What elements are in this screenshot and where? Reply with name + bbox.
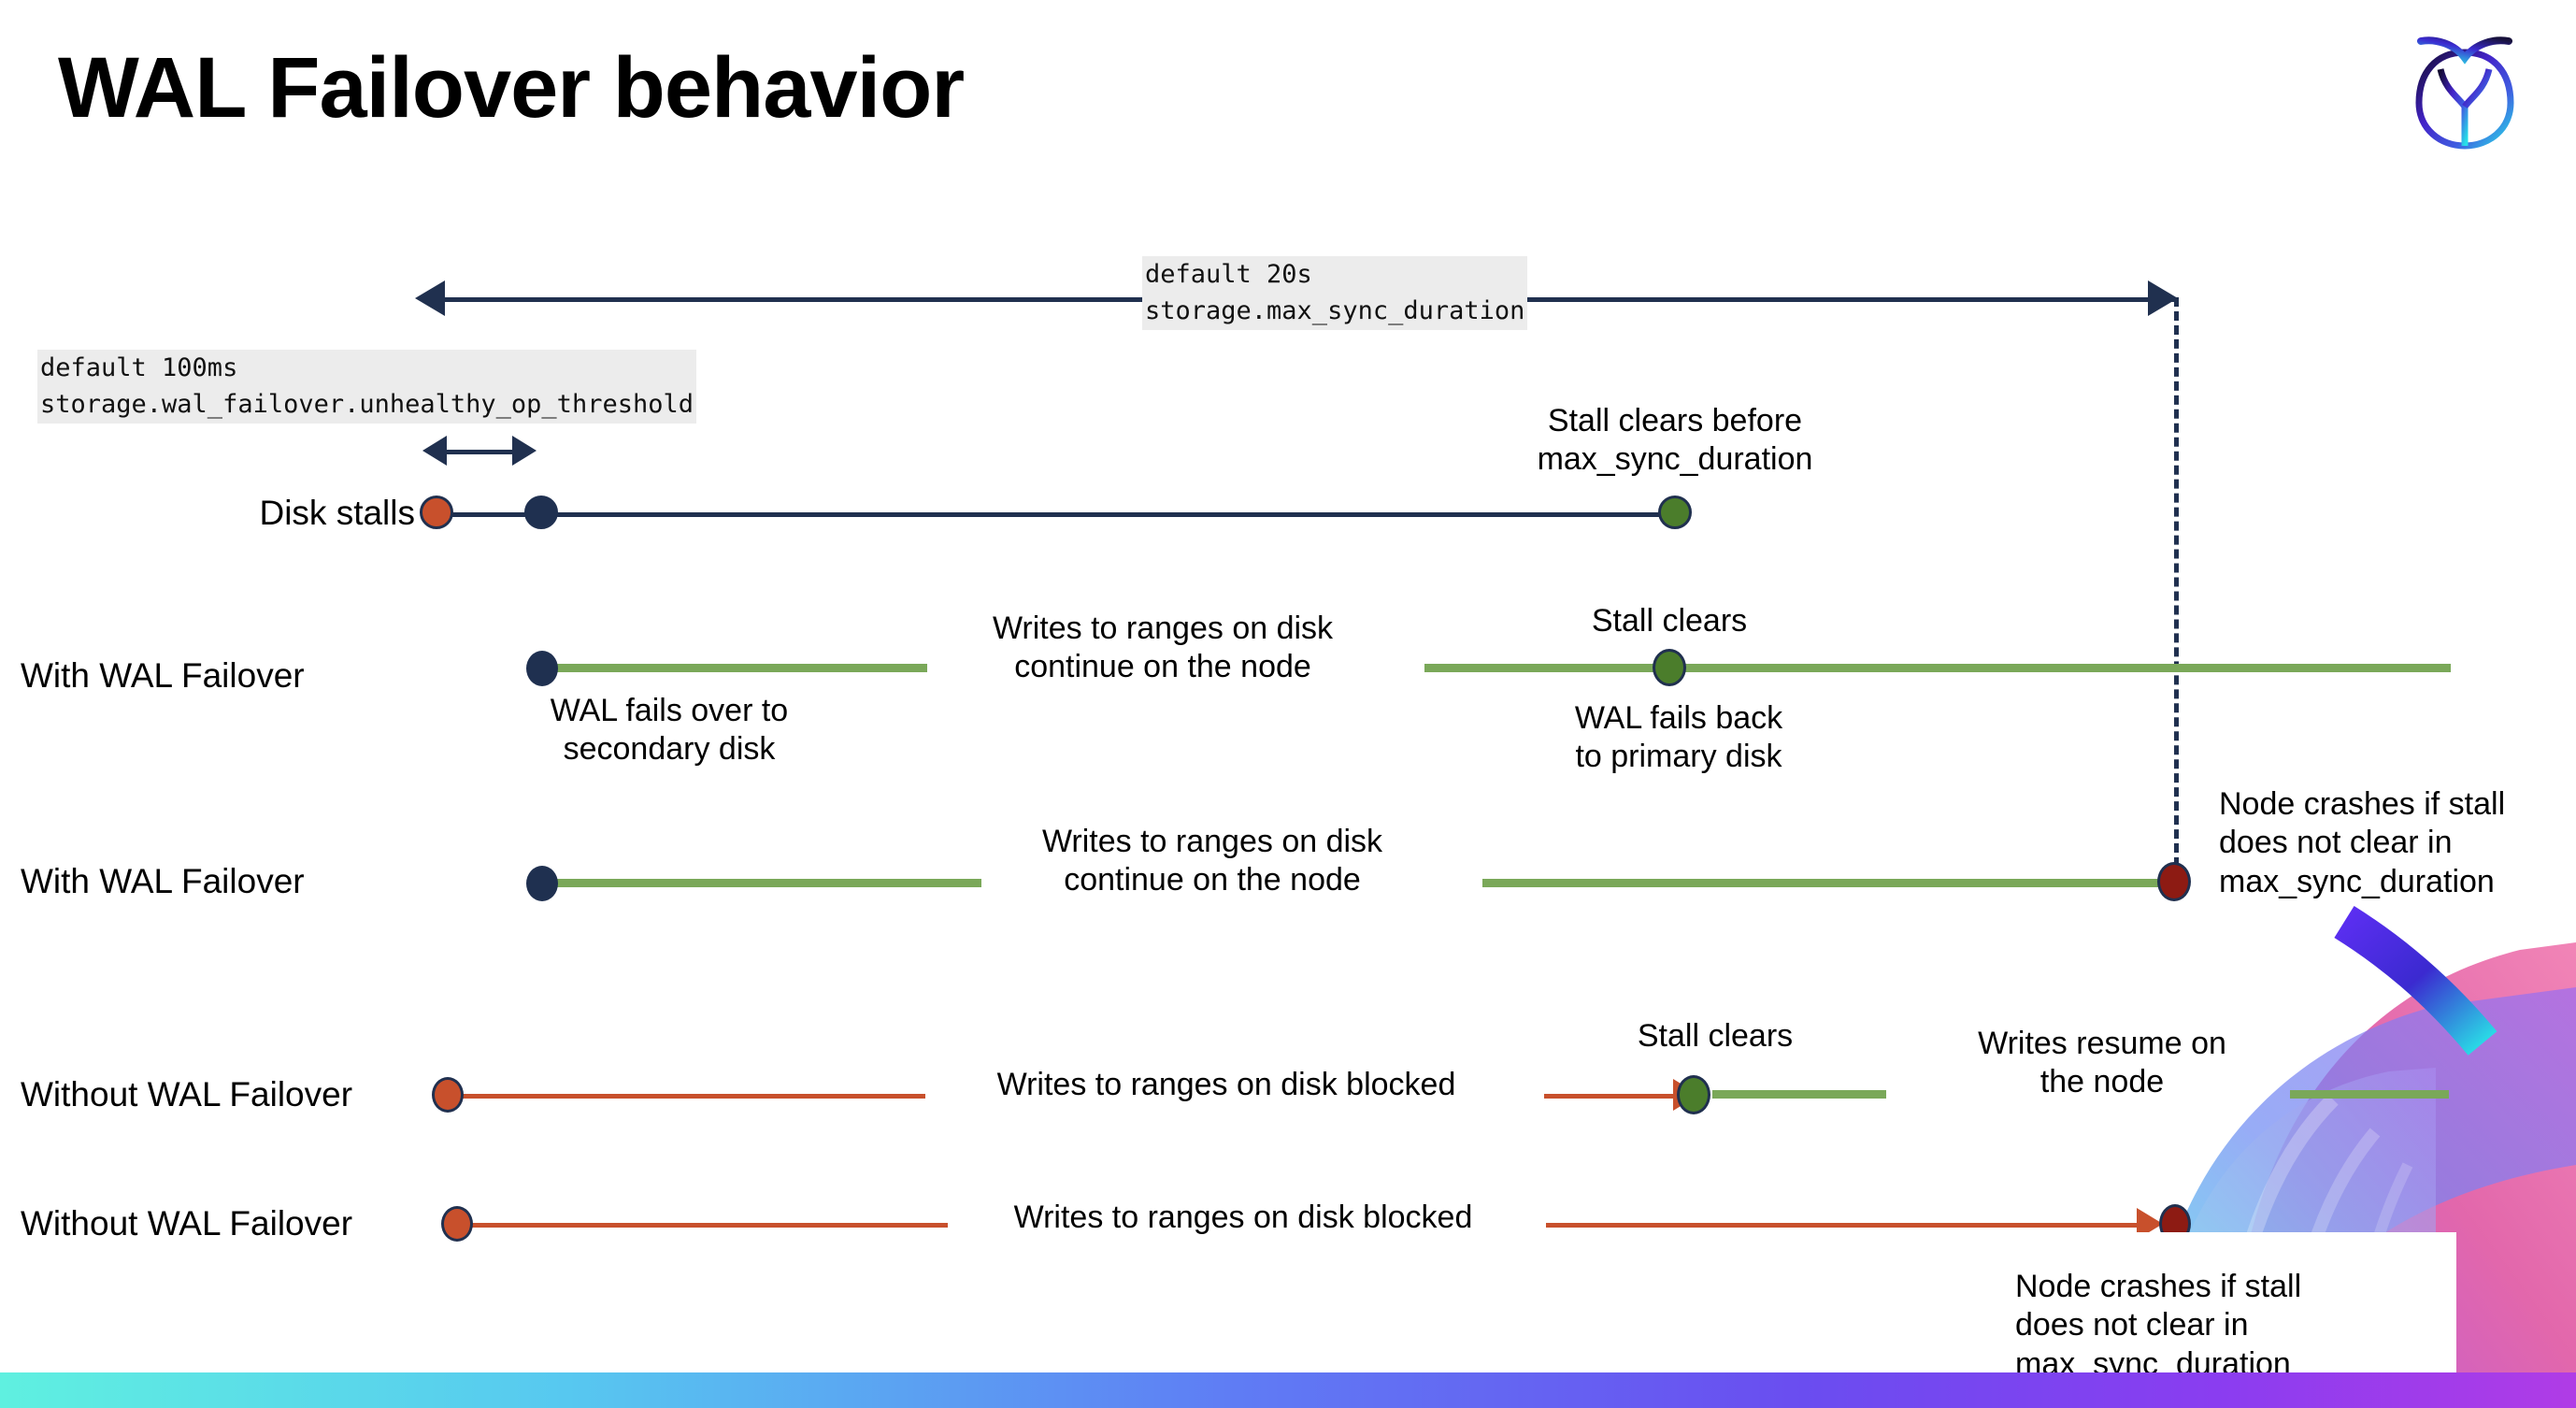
with-wal-failover-crashes-segment-left [540,879,981,887]
annotation-stall-clears: Stall clears [1591,603,1748,639]
annotation-stall-clears-2: Stall clears [1637,1018,1794,1054]
annotation-writes-continue: Writes to ranges on disk continue on the… [992,611,1334,685]
without-wal-failover-crashes-segment-right [1546,1223,2155,1228]
annotation-stall-clears-before: Stall clears before max_sync_duration [1537,403,1813,478]
annotation-node-crashes-1: Node crashes if stall does not clear in … [2219,786,2506,899]
setting-unhealthy-op-threshold-name: storage.wal_failover.unhealthy_op_thresh… [37,386,696,424]
without-wal-failover-recovers-blocked-segment-right [1544,1094,1694,1099]
page-title: WAL Failover behavior [58,40,965,136]
cockroachdb-logo-icon [2408,21,2522,151]
max-sync-duration-dropline [2174,297,2179,881]
without-wal-failover-recovers-resume-segment [1712,1090,1886,1099]
row-label-with-wal-failover-recovers: With WAL Failover [21,656,305,695]
disk-stalls-start-dot [420,496,453,529]
disk-stalls-clear-dot [1658,496,1692,529]
with-wal-failover-crashes-segment-right [1482,879,2182,887]
unhealthy-op-threshold-span-line [441,450,516,454]
disk-stalls-failover-dot [524,496,558,529]
annotation-writes-blocked-2: Writes to ranges on disk blocked [1013,1200,1473,1235]
without-wal-failover-recovers-clear-dot [1677,1075,1710,1114]
setting-unhealthy-op-threshold-default: default 100ms [37,350,696,387]
annotation-wal-fails-over: WAL fails over to secondary disk [550,693,789,768]
unhealthy-op-threshold-left-arrowhead [422,436,447,466]
without-wal-failover-recovers-blocked-segment-left [451,1094,925,1099]
node-crashes-callout-background [1989,1232,2456,1380]
without-wal-failover-recovers-start-dot [432,1077,464,1113]
with-wal-failover-recovers-failover-dot [526,651,558,686]
with-wal-failover-crashes-crash-dot [2157,862,2191,901]
max-sync-duration-right-arrowhead [2148,280,2178,316]
unhealthy-op-threshold-right-arrowhead [512,436,537,466]
with-wal-failover-recovers-segment-left [540,664,927,672]
annotation-node-crashes-2: Node crashes if stall does not clear in … [2015,1269,2302,1382]
setting-unhealthy-op-threshold: default 100ms storage.wal_failover.unhea… [37,350,696,424]
without-wal-failover-crashes-start-dot [441,1206,473,1242]
without-wal-failover-crashes-segment-left [462,1223,948,1228]
max-sync-duration-left-arrowhead [415,280,445,316]
annotation-wal-fails-back: WAL fails back to primary disk [1574,700,1783,775]
with-wal-failover-crashes-failover-dot [526,866,558,901]
annotation-writes-continue-2: Writes to ranges on disk continue on the… [1041,824,1383,898]
without-wal-failover-recovers-resume-segment-2 [2290,1090,2449,1099]
setting-max-sync-duration-name: storage.max_sync_duration [1142,293,1528,330]
with-wal-failover-recovers-segment-right [1424,664,2451,672]
annotation-writes-resume: Writes resume on the node [1978,1026,2226,1100]
row-label-without-wal-failover-recovers: Without WAL Failover [21,1075,353,1113]
row-label-without-wal-failover-crashes: Without WAL Failover [21,1204,353,1243]
disk-stalls-timeline [437,512,1675,517]
setting-max-sync-duration-default: default 20s [1142,256,1528,294]
with-wal-failover-recovers-clear-dot [1653,649,1686,686]
row-label-with-wal-failover-crashes: With WAL Failover [21,862,305,900]
setting-max-sync-duration: default 20s storage.max_sync_duration [1142,256,1528,330]
annotation-writes-blocked-1: Writes to ranges on disk blocked [996,1067,1456,1102]
row-label-disk-stalls: Disk stalls [259,494,415,532]
bottom-accent-bar [0,1372,2576,1408]
